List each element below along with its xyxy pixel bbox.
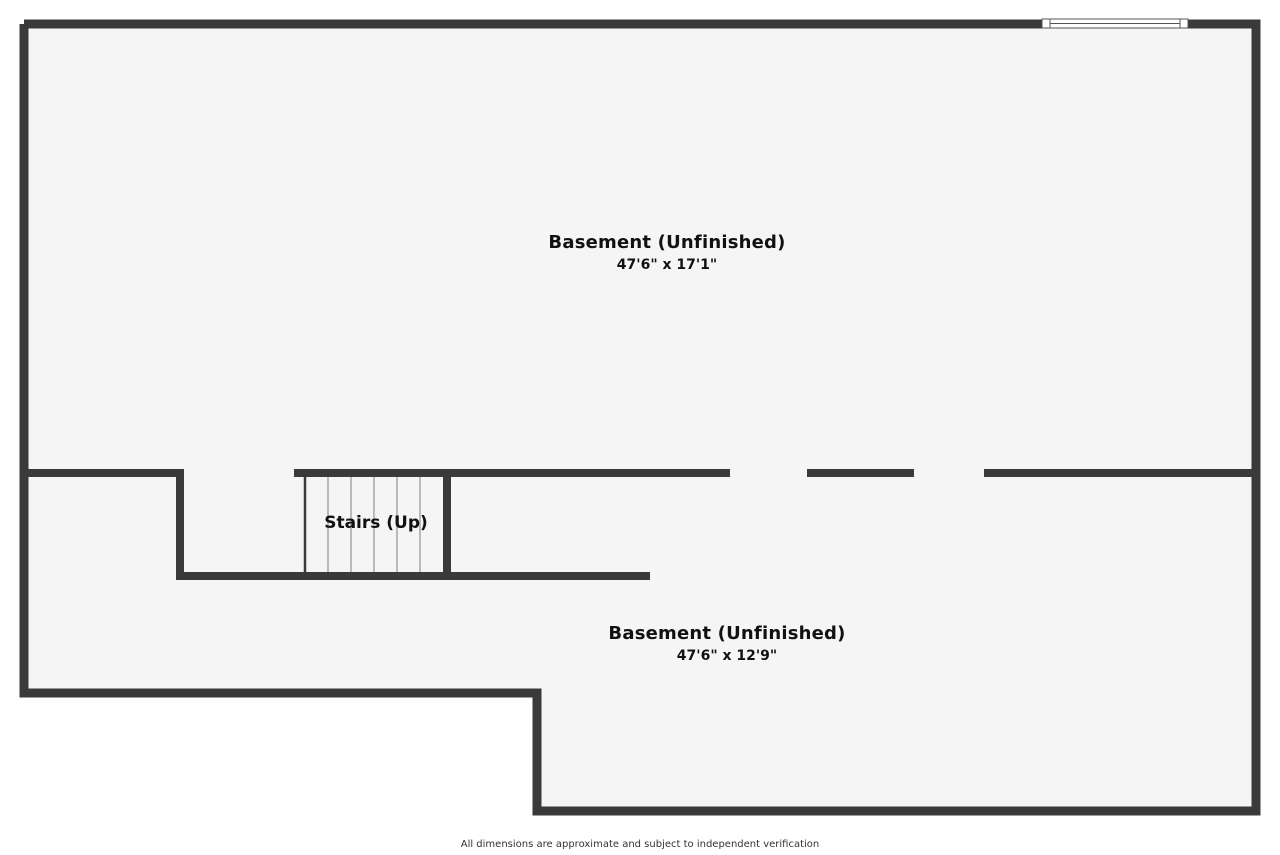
stairs-label: Stairs (Up) [324, 513, 428, 533]
lower-room-dimensions: 47'6" x 12'9" [676, 648, 778, 664]
upper-room-dimensions: 47'6" x 17'1" [616, 257, 718, 273]
lower-room-name: Basement (Unfinished) [608, 623, 846, 644]
floor-area [24, 24, 1256, 811]
exterior-wall [19, 19, 1261, 816]
stairs-name: Stairs (Up) [324, 513, 428, 533]
upper-room-label: Basement (Unfinished) 47'6" x 17'1" [548, 232, 785, 274]
left-alcove-wall [24, 469, 304, 580]
stairs [303, 477, 421, 572]
disclaimer-text: All dimensions are approximate and subje… [460, 839, 820, 850]
interior-walls [24, 469, 1256, 580]
lower-room-label: Basement (Unfinished) 47'6" x 12'9" [608, 623, 845, 665]
window [1041, 18, 1189, 29]
upper-room-name: Basement (Unfinished) [548, 232, 786, 253]
